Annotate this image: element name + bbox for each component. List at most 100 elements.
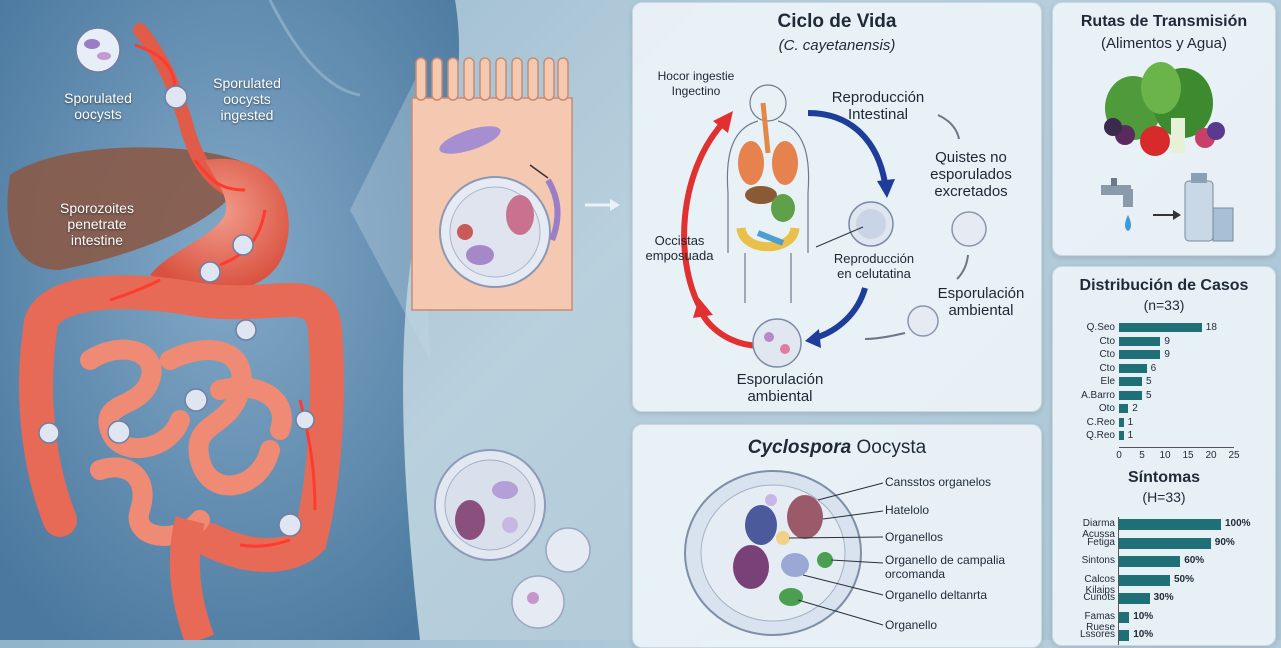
label-occistas: Occistas emposuada xyxy=(645,233,714,263)
intestinal-cell xyxy=(411,57,573,311)
cases-bar xyxy=(1119,363,1147,373)
oocyst-label-5: Organello deltanrta xyxy=(885,588,988,602)
cases-x-tick-label: 25 xyxy=(1228,449,1240,461)
life-cycle-subtitle: (C. cayetanensis) xyxy=(778,37,896,54)
symptoms-category-label: Diarma Acussa xyxy=(1082,518,1115,540)
symptoms-chart-subtitle: (H=33) xyxy=(1142,489,1186,505)
liver-shape xyxy=(7,147,250,270)
label-sporozoites: Sporozoites penetrate intestine xyxy=(60,200,134,248)
symptoms-y-axis xyxy=(1118,517,1119,645)
life-cycle-panel: Ciclo de Vida (C. cayetanensis) Hocor in… xyxy=(632,2,1042,412)
label-esporulacion-bottom: Esporulación ambiental xyxy=(736,371,824,405)
symptoms-value-label: 60% xyxy=(1184,555,1205,566)
cases-bar xyxy=(1119,377,1142,386)
oocyst-label-3: Organellos xyxy=(885,530,944,544)
symptoms-value-label: 10% xyxy=(1133,610,1154,622)
symptoms-bar xyxy=(1119,611,1130,623)
cases-value-label: 9 xyxy=(1164,349,1170,360)
anatomy-illustration: Sporulated oocysts Sporulated oocysts in… xyxy=(0,0,620,640)
symptoms-category-label: Sintons xyxy=(1081,555,1115,566)
water-filter-icon xyxy=(1184,173,1234,242)
label-esporulacion-right: Esporulación ambiental xyxy=(937,285,1025,319)
stomach-shape xyxy=(150,158,289,292)
vegetables-icon xyxy=(1104,62,1225,156)
oocyst-panel: Cyclospora Oocysta Cansstos organelos Ha… xyxy=(632,424,1042,648)
symptoms-category-label: Calcos Kilaips xyxy=(1084,573,1115,596)
symptoms-chart-title: Síntomas xyxy=(1127,469,1200,486)
transmission-subtitle: (Alimentos y Agua) xyxy=(1101,35,1227,52)
label-ingest: Hocor ingestie Ingectino xyxy=(657,69,735,98)
oocyst-diagram xyxy=(684,470,884,636)
body-outline xyxy=(726,84,810,303)
cases-x-tick-label: 15 xyxy=(1182,449,1194,461)
symptoms-bar xyxy=(1119,630,1130,641)
cases-x-axis xyxy=(1119,446,1234,448)
cases-x-tick-label: 10 xyxy=(1159,449,1171,461)
oocyst-label-2: Hatelolo xyxy=(885,503,930,517)
cases-category-label: Ele xyxy=(1100,376,1115,387)
symptoms-bar xyxy=(1119,556,1181,567)
transmission-title: Rutas de Transmisión xyxy=(1080,13,1248,30)
cases-value-label: 18 xyxy=(1205,322,1217,333)
symptoms-value-label: 10% xyxy=(1133,629,1154,640)
water-tap-icon xyxy=(1101,178,1133,231)
symptoms-chart: Diarma Acussa 100% Fetiga 90% Sintons 60% Calc… xyxy=(1053,511,1275,645)
symptoms-category-label: Cunots xyxy=(1083,592,1115,603)
oocyst-label-4: Organello de campalia orcomanda xyxy=(885,553,1006,581)
label-reproduccion-celular: Reproducción en celutatina xyxy=(833,251,915,281)
cases-value-label: 9 xyxy=(1164,335,1170,347)
cases-x-tick-label: 20 xyxy=(1205,449,1217,461)
label-reproduccion-intestinal: Reproducción Intestinal xyxy=(831,89,925,123)
cases-bar xyxy=(1119,431,1124,440)
cases-category-label: Q.Reo xyxy=(1086,430,1115,441)
floating-oocysts xyxy=(434,449,591,629)
oocyst-leader-lines xyxy=(788,482,884,626)
cases-category-label: Cto xyxy=(1099,362,1115,374)
transmission-panel: Rutas de Transmisión (Alimentos y Agua) xyxy=(1052,2,1276,256)
cases-bar xyxy=(1119,336,1161,346)
oocyst-title: Cyclospora Oocysta xyxy=(633,437,1041,459)
cases-category-label: Oto xyxy=(1098,403,1115,414)
cases-bar xyxy=(1119,417,1124,427)
symptoms-value-label: 90% xyxy=(1214,536,1235,548)
symptoms-category-label: Famas Ruese xyxy=(1084,610,1115,633)
cases-category-label: A.Barro xyxy=(1081,389,1115,401)
cases-value-label: 1 xyxy=(1127,430,1134,441)
cases-value-label: 1 xyxy=(1127,416,1134,428)
cases-category-label: Cto xyxy=(1099,349,1115,360)
cases-value-label: 5 xyxy=(1146,389,1152,401)
life-cycle-diagram xyxy=(681,84,987,368)
oocyst-title-italic: Cyclospora xyxy=(747,437,852,458)
label-oocysts-ingested: Sporulated oocysts ingested xyxy=(213,75,281,123)
label-quistes: Quistes no esporulados excretados xyxy=(930,149,1012,200)
symptoms-value-label: 30% xyxy=(1153,592,1174,603)
symptoms-value-label: 100% xyxy=(1225,518,1251,529)
large-intestine xyxy=(23,275,344,572)
symptoms-bar xyxy=(1119,593,1150,604)
oocyst-markers xyxy=(38,27,315,537)
cases-value-label: 2 xyxy=(1132,403,1138,414)
life-cycle-title: Ciclo de Vida xyxy=(777,11,897,32)
cases-value-label: 6 xyxy=(1150,362,1157,374)
cases-bar xyxy=(1119,323,1202,332)
symptoms-category-label: Lssores xyxy=(1079,629,1115,640)
cases-category-label: Q.Seo xyxy=(1086,322,1115,333)
transmission-art xyxy=(1101,62,1234,242)
cases-bar xyxy=(1119,390,1142,400)
cases-chart-subtitle: (n=33) xyxy=(1143,297,1185,313)
cases-chart-title: Distribución de Casos xyxy=(1079,277,1249,294)
anatomy-art xyxy=(0,0,620,640)
symptoms-category-label: Fetiga xyxy=(1087,536,1115,548)
symptoms-bar xyxy=(1119,574,1170,586)
symptoms-value-label: 50% xyxy=(1174,573,1195,585)
oocyst-label-1: Cansstos organelos xyxy=(885,475,992,489)
oocyst-title-rest: Oocysta xyxy=(851,437,927,458)
cases-bar xyxy=(1119,404,1129,413)
oocyst-label-6: Organello xyxy=(885,618,938,632)
cases-category-label: C.Reo xyxy=(1086,416,1115,428)
symptoms-bar xyxy=(1119,519,1221,530)
cases-value-label: 5 xyxy=(1146,376,1152,387)
cases-bar xyxy=(1119,350,1161,359)
